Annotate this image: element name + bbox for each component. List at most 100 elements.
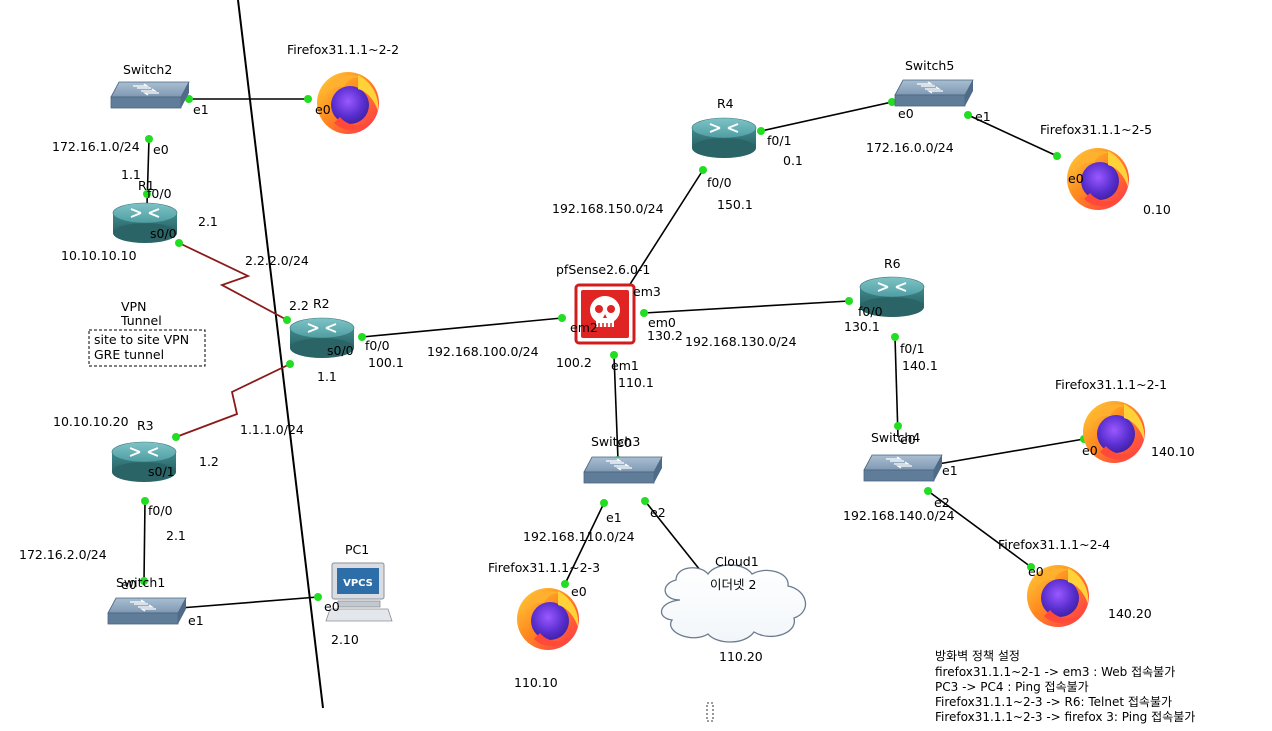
policy-line: firefox31.1.1~2-1 -> em3 : Web 접속불가 [935, 665, 1175, 679]
address-label: 130.2 [647, 328, 683, 343]
port-dot [358, 333, 366, 341]
port-dot [757, 127, 765, 135]
port-dot [140, 577, 148, 585]
port-label: e2 [650, 505, 666, 520]
port-dot [888, 98, 896, 106]
divider-line [237, 0, 324, 709]
firefox-2-2-icon[interactable] [317, 72, 379, 134]
port-label: e0 [121, 577, 137, 592]
router-r1[interactable] [112, 202, 178, 243]
port-label: em0 [648, 315, 676, 330]
port-dot [600, 499, 608, 507]
pfsense-firewall[interactable] [574, 283, 636, 345]
address-label: 2.2 [289, 298, 309, 313]
port-dot [640, 309, 648, 317]
link-pfsense-switch3 [613, 354, 619, 461]
router-r2[interactable] [289, 317, 355, 358]
vpn-title-line2: Tunnel [120, 313, 162, 328]
address-label: 100.2 [556, 355, 592, 370]
network-label: 1.1.1.0/24 [240, 422, 304, 437]
label-r3: R3 [137, 418, 154, 433]
label-r1: R1 [138, 178, 155, 193]
firefox-2-5-icon[interactable] [1067, 148, 1129, 210]
network-label: 192.168.110.0/24 [523, 529, 635, 544]
address-label: 1.1 [317, 369, 337, 384]
label-switch1: Switch1 [116, 575, 165, 590]
port-label: f0/1 [900, 341, 925, 356]
firefox-2-3-icon[interactable] [517, 588, 579, 650]
port-label: e0 [324, 599, 340, 614]
vpn-notes: VPN Tunnel site to site VPN GRE tunnel [94, 299, 189, 362]
switch4-node[interactable] [863, 454, 943, 482]
link-r2-pfsense [361, 317, 563, 338]
label-switch3: Switch3 [591, 434, 640, 449]
firefox-2-1-icon[interactable] [1083, 401, 1145, 463]
pc1-screen-text: VPCS [343, 578, 373, 589]
link-switch4-ff24 [927, 490, 1032, 568]
link-r4-pfsense [626, 169, 704, 290]
cloud1-node[interactable] [661, 564, 806, 643]
network-label: 192.168.140.0/24 [843, 508, 955, 523]
port-dot [924, 487, 932, 495]
port-dot [1027, 563, 1035, 571]
label-ff-2-1: Firefox31.1.1~2-1 [1055, 377, 1167, 392]
port-label: e0 [315, 102, 331, 117]
address-label: 140.10 [1151, 444, 1195, 459]
policy-title: 방화벽 정책 설정 [935, 648, 1020, 663]
address-label: 150.1 [717, 197, 753, 212]
label-switch5: Switch5 [905, 58, 954, 73]
label-ff-2-2: Firefox31.1.1~2-2 [287, 42, 399, 57]
port-dot [286, 360, 294, 368]
port-label: e0 [898, 106, 914, 121]
address-label: 10.10.10.20 [53, 414, 129, 429]
network-label: 172.16.0.0/24 [866, 140, 954, 155]
port-label: f0/0 [148, 503, 173, 518]
port-dot [172, 433, 180, 441]
label-ff-2-5: Firefox31.1.1~2-5 [1040, 122, 1152, 137]
router-r3[interactable] [111, 441, 177, 482]
link-r6-switch4 [894, 336, 899, 438]
address-label: 110.20 [719, 649, 763, 664]
link-switch4-ff21 [937, 438, 1085, 465]
vpn-note-box [88, 329, 206, 367]
link-switch1-pc1 [179, 596, 319, 609]
port-label: e2 [934, 495, 950, 510]
pc1-node[interactable]: VPCS [325, 562, 393, 622]
address-label: 130.1 [844, 319, 880, 334]
switch2-node[interactable] [110, 81, 190, 109]
port-dot [1053, 152, 1061, 160]
link-switch3-ff23 [564, 502, 605, 585]
port-label: e0 [1082, 443, 1098, 458]
switch3-node[interactable] [583, 456, 663, 484]
label-r2: R2 [313, 296, 330, 311]
port-dot [283, 316, 291, 324]
router-r4[interactable] [691, 117, 757, 158]
port-label: e0 [1028, 564, 1044, 579]
policy-line: Firefox31.1.1~2-3 -> R6: Telnet 접속불가 [935, 695, 1172, 709]
label-r4: R4 [717, 96, 734, 111]
firefox-2-4-icon[interactable] [1027, 565, 1089, 627]
text-cursor-marker [706, 702, 714, 722]
label-ff-2-3: Firefox31.1.1~2-3 [488, 560, 600, 575]
port-dot [314, 593, 322, 601]
address-label: 1.2 [199, 454, 219, 469]
switch1-node[interactable] [107, 597, 187, 625]
network-label: 192.168.100.0/24 [427, 344, 539, 359]
port-dot [561, 580, 569, 588]
router-r6[interactable] [859, 276, 925, 317]
label-cloud-text: 이더넷 2 [710, 577, 756, 592]
label-r6: R6 [884, 256, 901, 271]
vpn-box-line1: site to site VPN [94, 332, 189, 347]
switch5-node[interactable] [894, 79, 974, 107]
address-label: 140.1 [902, 358, 938, 373]
port-dot [145, 135, 153, 143]
port-label: e0 [153, 142, 169, 157]
port-dot [304, 95, 312, 103]
address-labels: 172.16.1.0/24 1.1 10.10.10.10 2.1 2.2.2.… [19, 139, 1195, 690]
address-label: 140.20 [1108, 606, 1152, 621]
links [143, 98, 1085, 609]
address-label: 2.1 [198, 214, 218, 229]
port-label: f0/0 [858, 304, 883, 319]
link-switch5-ff25 [967, 114, 1058, 157]
port-label: e1 [193, 102, 209, 117]
